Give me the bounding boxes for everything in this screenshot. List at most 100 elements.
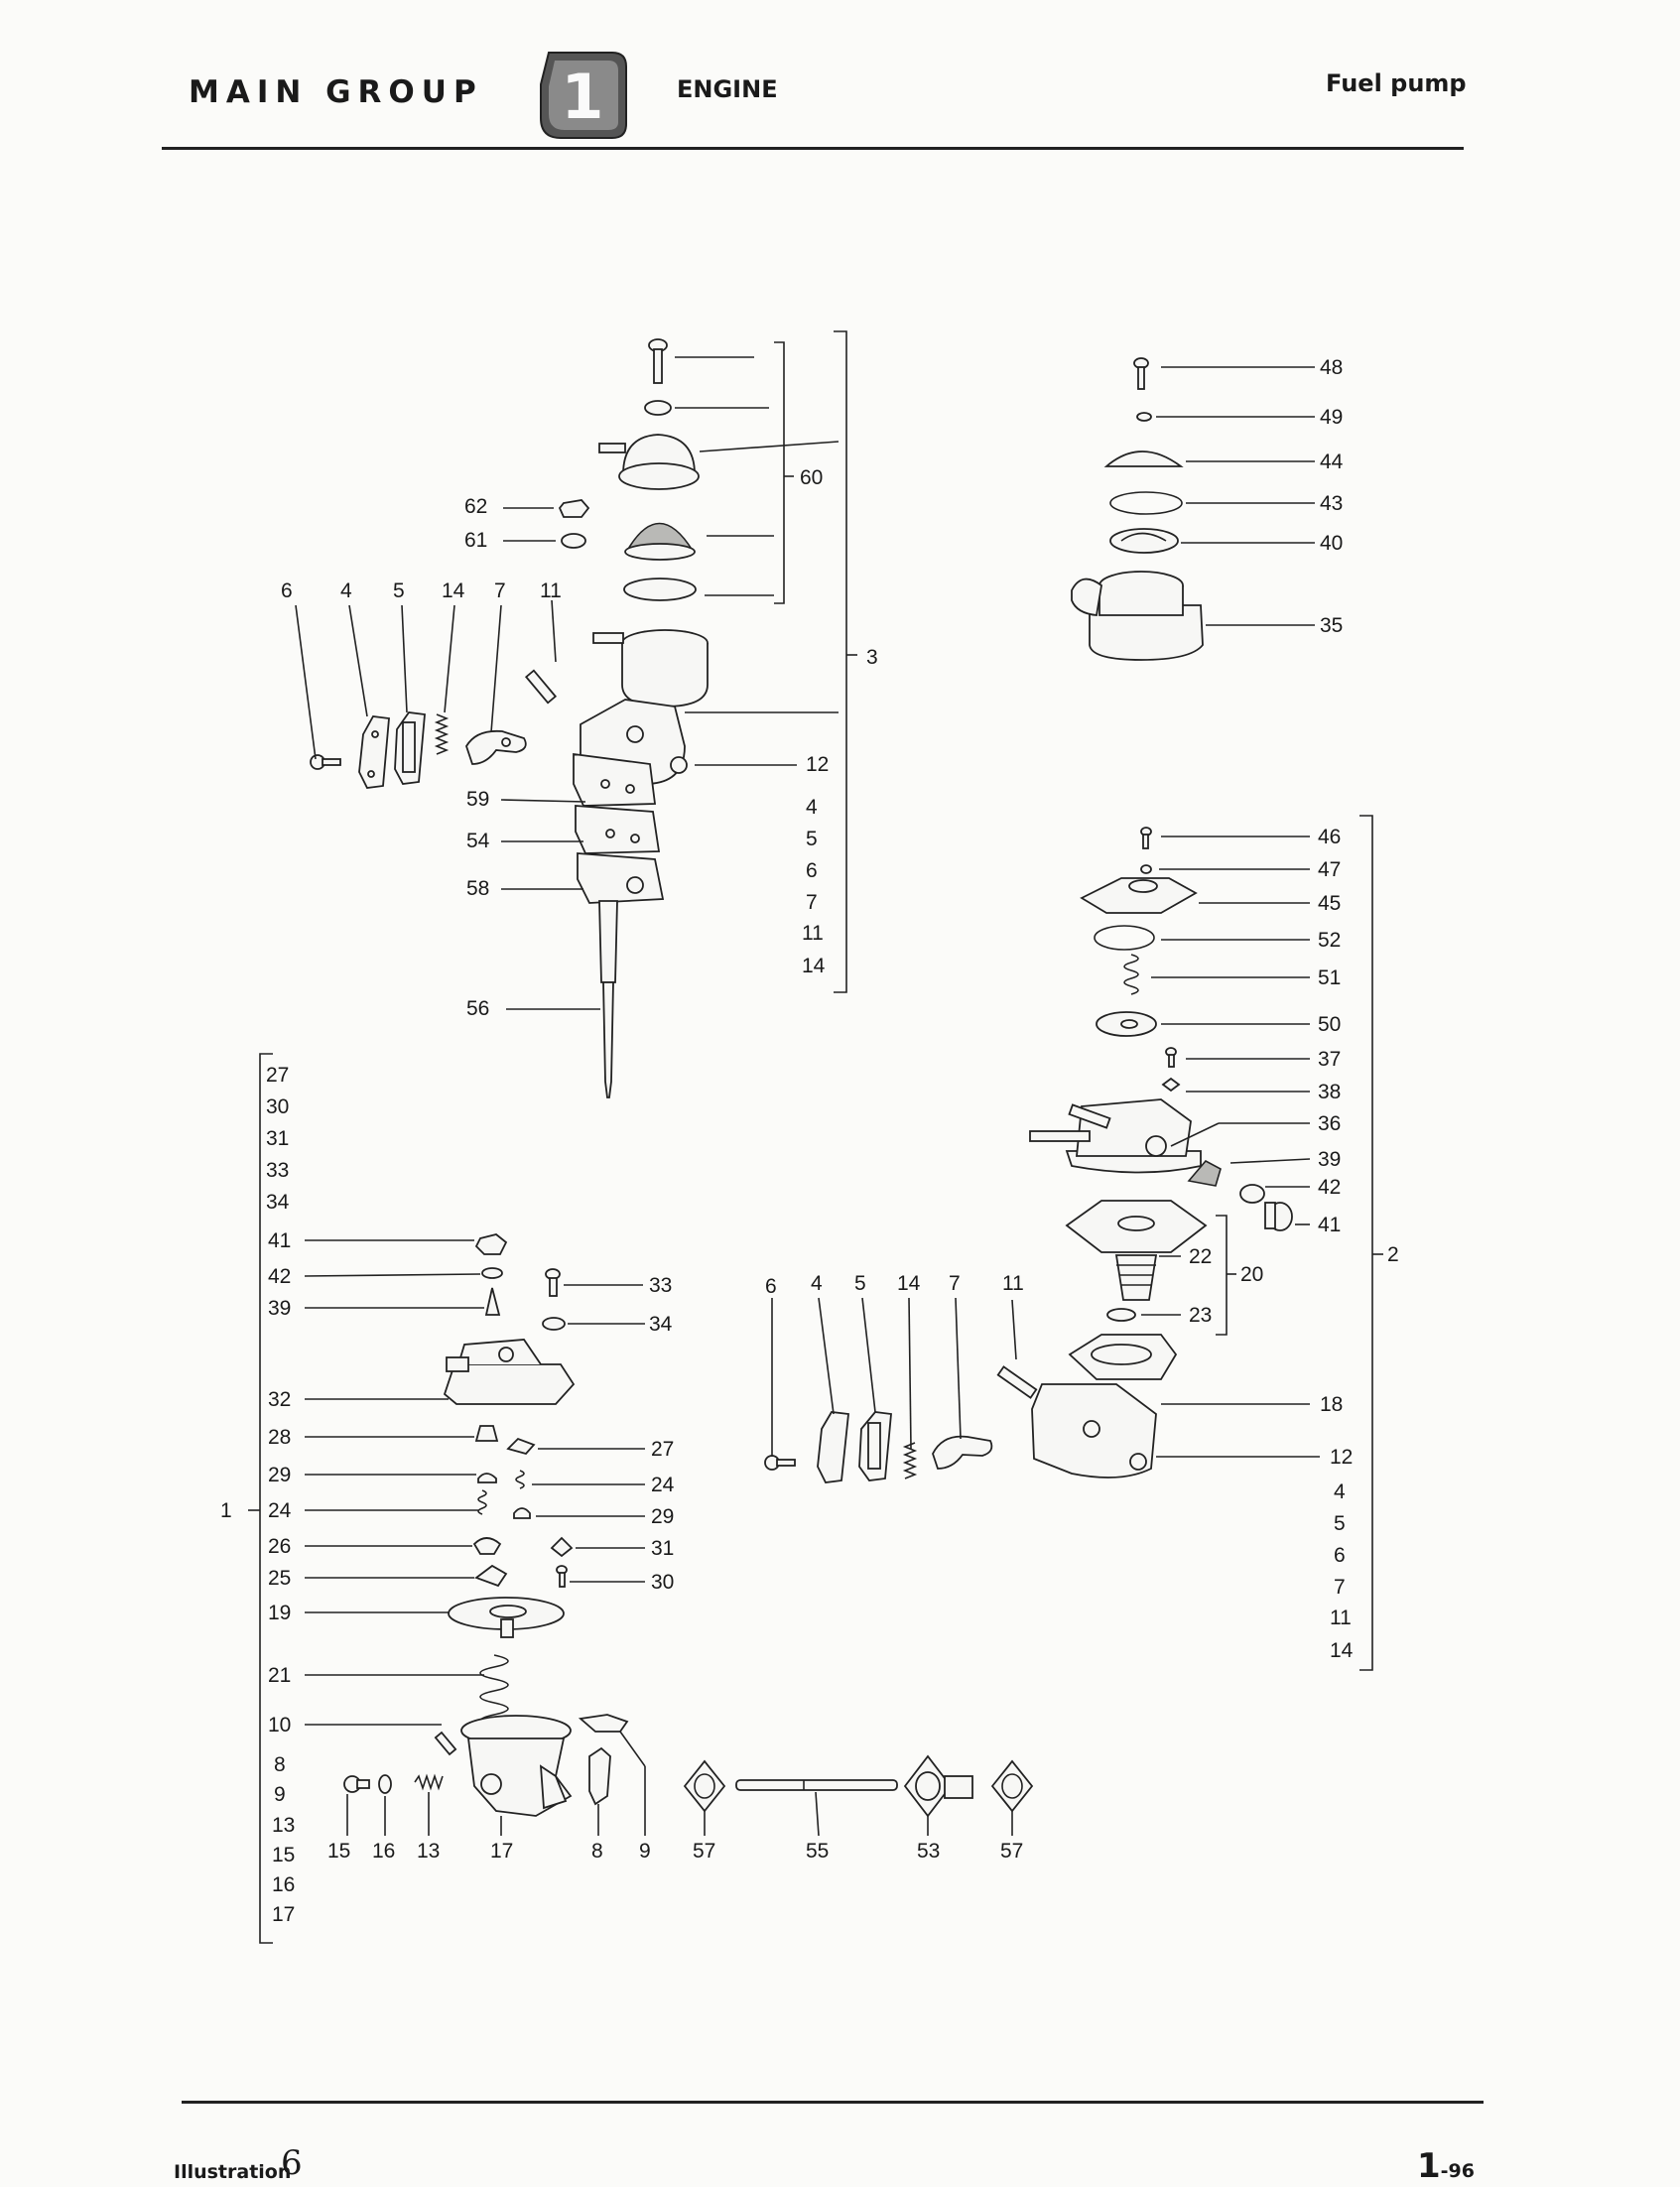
label-46: 46 xyxy=(1318,826,1341,848)
intermediate-flange-59 xyxy=(573,752,657,807)
rocker-pin-11 xyxy=(524,669,558,705)
valve-seat-28 xyxy=(474,1425,499,1442)
label-1-30: 30 xyxy=(266,1095,289,1118)
label-42l: 42 xyxy=(268,1265,291,1288)
label-12: 12 xyxy=(806,753,829,776)
label-2: 2 xyxy=(1387,1243,1399,1266)
illustration-number: 6 xyxy=(281,2143,303,2183)
label-52: 52 xyxy=(1318,929,1341,952)
nut-12b xyxy=(1129,1453,1147,1471)
label-42: 42 xyxy=(1318,1176,1341,1199)
label-39l: 39 xyxy=(268,1297,291,1320)
label-45: 45 xyxy=(1318,892,1341,915)
label-10: 10 xyxy=(268,1714,291,1737)
washer-23 xyxy=(1106,1308,1136,1322)
lower-body-18 xyxy=(1031,1334,1178,1479)
label-38: 38 xyxy=(1318,1081,1341,1103)
label-1-33: 33 xyxy=(266,1159,289,1182)
valve-31 xyxy=(550,1536,574,1558)
label-28: 28 xyxy=(268,1426,291,1449)
page-major: 1 xyxy=(1417,2146,1441,2186)
label-58: 58 xyxy=(466,877,489,900)
label-29a: 29 xyxy=(268,1464,291,1486)
pin-10 xyxy=(434,1731,457,1756)
pump-cover xyxy=(598,434,700,490)
washer-42l xyxy=(481,1267,503,1279)
label-57a: 57 xyxy=(693,1840,715,1863)
label-41l: 41 xyxy=(268,1229,291,1252)
label-40: 40 xyxy=(1320,532,1343,555)
label-50: 50 xyxy=(1318,1013,1341,1036)
label-17: 17 xyxy=(490,1840,513,1863)
label-54: 54 xyxy=(466,830,490,852)
label-62: 62 xyxy=(464,495,487,518)
cover-plate-screw-6b xyxy=(764,1455,796,1471)
part-labels: 60 3 62 61 6 4 5 14 7 11 12 59 54 58 56 … xyxy=(220,356,1399,1926)
spring-51 xyxy=(1123,954,1139,995)
diaphragm-spring-21 xyxy=(479,1654,509,1728)
label-18: 18 xyxy=(1320,1393,1343,1416)
label-3-4: 4 xyxy=(806,796,818,819)
seal-ring-43 xyxy=(1109,491,1183,515)
label-31: 31 xyxy=(651,1537,674,1560)
label-1-8: 8 xyxy=(274,1753,286,1776)
label-15: 15 xyxy=(327,1840,350,1863)
strainer-40 xyxy=(1109,528,1179,554)
label-32: 32 xyxy=(268,1388,291,1411)
footer-rule xyxy=(182,2101,1484,2104)
cap-41 xyxy=(1264,1202,1293,1231)
label-33: 33 xyxy=(649,1274,672,1297)
rocker-lever-7 xyxy=(465,729,527,765)
label-59: 59 xyxy=(466,788,489,811)
intermediate-flange-58 xyxy=(577,852,665,904)
lever-spring-14b xyxy=(902,1442,918,1479)
diaphragm-19 xyxy=(448,1597,565,1638)
label-1-15: 15 xyxy=(272,1844,295,1866)
illustration-label: Illustration xyxy=(174,2161,292,2183)
plug-39 xyxy=(1187,1159,1222,1187)
retainer-25 xyxy=(474,1564,508,1588)
clip-42 xyxy=(1239,1184,1265,1204)
label-48: 48 xyxy=(1320,356,1343,379)
cover-plate-gasket-5b xyxy=(858,1411,892,1481)
page-number: 1-96 xyxy=(1417,2146,1475,2186)
cap-41l xyxy=(474,1233,508,1255)
label-1-17: 17 xyxy=(272,1903,295,1926)
cover-plate-gasket-5 xyxy=(394,711,426,785)
label-6b: 6 xyxy=(765,1275,777,1298)
main-group-heading: MAIN GROUP xyxy=(189,74,483,110)
label-3: 3 xyxy=(866,646,878,669)
label-24b: 24 xyxy=(268,1499,292,1522)
spring-13 xyxy=(414,1773,444,1791)
washer-38 xyxy=(1161,1077,1181,1093)
label-36: 36 xyxy=(1318,1112,1341,1135)
intermediate-flange-54 xyxy=(575,805,661,854)
spring-24a xyxy=(515,1470,525,1489)
cover-plate-4 xyxy=(358,715,390,789)
label-49: 49 xyxy=(1320,406,1343,429)
diaphragm-22 xyxy=(1065,1200,1208,1301)
group-number: 1 xyxy=(561,61,603,133)
nut-12 xyxy=(670,756,688,774)
lower-body-17 xyxy=(460,1715,573,1817)
label-2-6: 6 xyxy=(1334,1544,1346,1567)
label-1: 1 xyxy=(220,1499,232,1522)
valve-plate-26 xyxy=(472,1537,502,1555)
washer-49 xyxy=(1136,412,1152,422)
label-1-13: 13 xyxy=(272,1814,295,1837)
screw-46 xyxy=(1140,827,1152,849)
label-2-7: 7 xyxy=(1334,1576,1346,1599)
label-39: 39 xyxy=(1318,1148,1341,1171)
rocker-pin-11b xyxy=(996,1365,1038,1399)
label-26: 26 xyxy=(268,1535,291,1558)
label-3-7: 7 xyxy=(806,891,818,914)
label-1-9: 9 xyxy=(274,1783,286,1806)
group-number-badge: 1 xyxy=(540,52,627,139)
lever-9 xyxy=(578,1714,629,1733)
housing-35 xyxy=(1071,571,1204,661)
label-5: 5 xyxy=(393,579,405,602)
engine-heading: ENGINE xyxy=(677,75,778,103)
washer-34 xyxy=(542,1317,566,1331)
label-1-27: 27 xyxy=(266,1064,289,1087)
